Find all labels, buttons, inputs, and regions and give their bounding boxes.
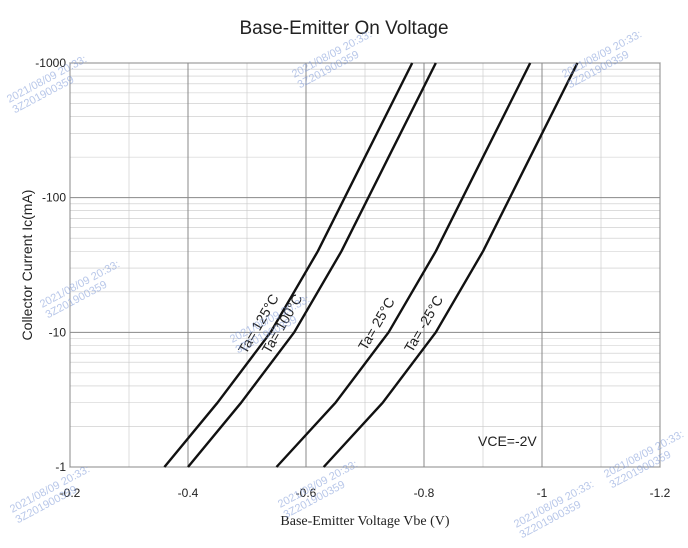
vce-annotation: VCE=-2V [478, 433, 537, 449]
y-tick-label: -10 [49, 325, 67, 339]
x-tick-label: -1 [537, 486, 548, 500]
x-tick-label: -0.2 [60, 486, 81, 500]
series-line-1 [187, 62, 437, 468]
x-axis-label: Base-Emitter Voltage Vbe (V) [280, 514, 449, 529]
y-tick-label: -100 [42, 191, 66, 205]
series-line-3 [322, 62, 579, 468]
y-tick-label: -1 [55, 460, 66, 474]
series-line-0 [163, 62, 414, 468]
chart-title: Base-Emitter On Voltage [239, 18, 449, 39]
series-line-2 [275, 62, 532, 468]
y-tick-label: -1000 [35, 56, 66, 70]
x-tick-label: -0.6 [296, 486, 317, 500]
x-tick-label: -0.8 [414, 486, 435, 500]
y-axis-label: Collector Current Ic(mA) [19, 190, 35, 341]
series-label-2: Ta= 25°C [355, 295, 398, 353]
x-tick-label: -0.4 [178, 486, 199, 500]
x-tick-label: -1.2 [650, 486, 671, 500]
